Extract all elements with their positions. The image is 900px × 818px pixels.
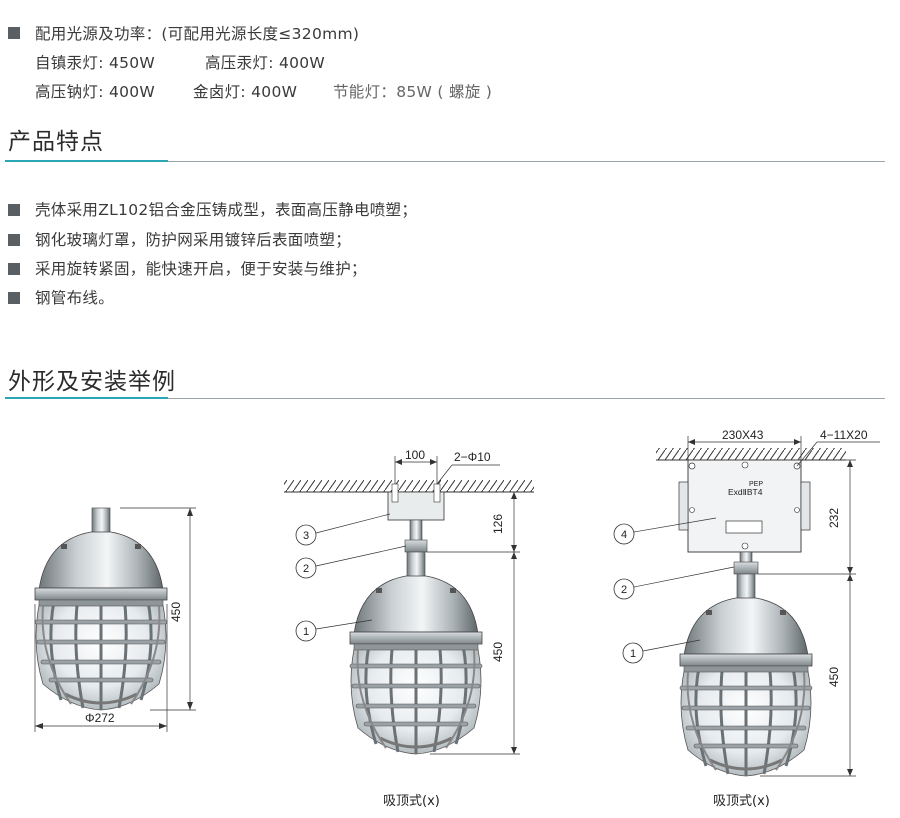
fig2-ceiling [284, 480, 534, 492]
power-spec-title: 配用光源及功率：(可配用光源长度≤320mm) [35, 25, 360, 43]
feature-bullet [8, 263, 20, 275]
feature-item: 钢化玻璃灯罩，防护网采用镀锌后表面喷塑； [35, 231, 352, 249]
fig3-box-mark-top: PEP [749, 481, 763, 488]
fig3-dim-232: 232 [827, 508, 841, 528]
fig2-top-dim: 100 [405, 448, 425, 462]
fig2-holes-dim: 2−Φ10 [454, 450, 491, 464]
fig2-dim-450: 450 [491, 642, 505, 662]
spec-self-ballasted-mercury: 自镇汞灯: 450W [35, 54, 156, 72]
spec-high-pressure-mercury: 高压汞灯: 400W [205, 54, 326, 72]
fig2-callout-2: 2 [295, 545, 407, 579]
fig2-caption: 吸顶式(x) [383, 794, 440, 809]
fig1-height-dim: 450 [169, 602, 183, 622]
fig3-dim-450: 450 [827, 667, 841, 687]
spec-metal-halide: 金卤灯: 400W [193, 83, 298, 101]
fig3-caption: 吸顶式(x) [713, 794, 770, 809]
fig3-holes-dim: 4−11X20 [820, 428, 868, 442]
svg-text:1: 1 [303, 626, 309, 638]
svg-text:1: 1 [630, 648, 636, 660]
feature-item: 采用旋转紧固，能快速开启，便于安装与维护； [35, 260, 367, 278]
spec-bullet [8, 27, 20, 39]
svg-text:2: 2 [621, 584, 627, 596]
svg-text:2: 2 [303, 563, 309, 575]
figure-1-lamp [33, 506, 169, 712]
spec-energy-saving: 节能灯：85W ( 螺旋 ) [333, 83, 493, 101]
features-heading: 产品特点 [8, 129, 104, 155]
fig2-callout-3: 3 [295, 513, 391, 546]
fig3-lamp [678, 572, 814, 778]
feature-bullet [8, 204, 20, 216]
installation-rule [5, 398, 885, 399]
fig3-callout-4: 4 [613, 517, 717, 545]
feature-bullet [8, 292, 20, 304]
fig3-box-mark-main: ExdⅡBT4 [728, 487, 763, 497]
feature-bullet [8, 234, 20, 246]
svg-text:3: 3 [303, 530, 309, 542]
fig3-ceiling [656, 448, 846, 460]
fig2-callout-1: 1 [295, 619, 373, 642]
fig3-callout-2: 2 [613, 566, 735, 600]
feature-item: 壳体采用ZL102铝合金压铸成型，表面高压静电喷塑； [35, 201, 418, 219]
features-rule [5, 161, 885, 162]
feature-item: 钢管布线。 [35, 289, 115, 307]
fig2-dim-126: 126 [491, 514, 505, 534]
fig3-callout-1: 1 [622, 639, 701, 664]
installation-heading: 外形及安装举例 [8, 369, 176, 395]
spec-high-pressure-sodium: 高压钠灯: 400W [35, 83, 156, 101]
features-rule-accent [5, 160, 168, 162]
fig2-lamp [348, 550, 484, 756]
fig1-diameter-dim: Φ272 [85, 711, 115, 725]
fig3-top-dim: 230X43 [722, 428, 764, 442]
fig3-junction-box [687, 459, 802, 553]
svg-text:4: 4 [621, 529, 627, 541]
installation-rule-accent [5, 397, 168, 399]
